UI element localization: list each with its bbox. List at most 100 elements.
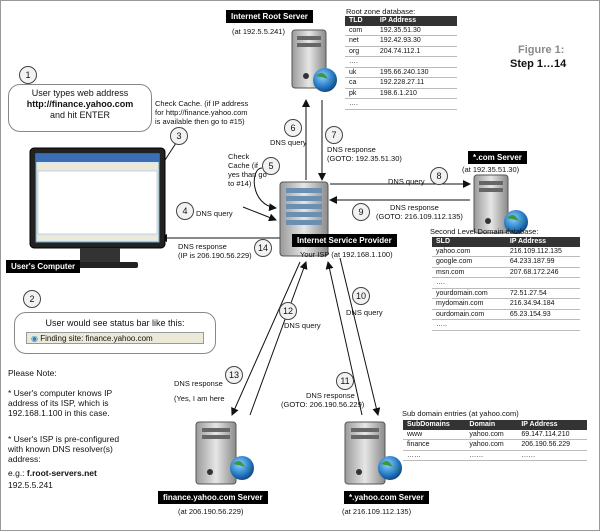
table-cell: …… <box>465 450 518 461</box>
table-cell: mydomain.com <box>432 298 506 310</box>
status-bar-text: Finding site: finance.yahoo.com <box>40 334 153 343</box>
step-8-text: DNS query <box>388 177 425 186</box>
table-cell: …. <box>432 277 506 289</box>
table-header: IP Address <box>375 16 457 26</box>
sub-db-caption: Sub domain entries (at yahoo.com) <box>402 409 519 418</box>
step-6-badge: 6 <box>284 119 302 137</box>
step-2-badge: 2 <box>23 290 41 308</box>
step-14-badge: 14 <box>254 239 272 257</box>
computer-label: User's Computer <box>6 260 81 273</box>
note-p1-line-1: * User's computer knows IP <box>8 388 113 398</box>
table-cell: org <box>345 46 376 57</box>
table-cell <box>375 98 457 110</box>
table-cell: 69.147.114.210 <box>517 429 587 440</box>
table-cell: yahoo.com <box>465 429 518 440</box>
step-11-badge: 11 <box>336 372 354 390</box>
table-cell: uk <box>345 67 376 78</box>
step-9-badge: 9 <box>352 203 370 221</box>
com-server-icon <box>473 174 528 234</box>
step-1-line-2: http://finance.yahoo.com <box>26 99 134 109</box>
step-5-line-1: Check <box>228 152 250 161</box>
figure-step: Step 1…14 <box>510 58 567 70</box>
step-1-line-1: User types web address <box>31 88 129 98</box>
step-6-text: DNS query <box>270 138 307 147</box>
step-12-text: DNS query <box>284 321 321 330</box>
step-13-line-2: (Yes, I am here <box>174 394 225 403</box>
isp-label: Internet Service Provider <box>292 234 397 247</box>
table-cell: 72.51.27.54 <box>505 288 580 299</box>
table-cell: com <box>345 25 376 36</box>
step-1-bubble: User types web address http://finance.ya… <box>8 84 152 132</box>
root-server-ip: (at 192.5.5.241) <box>232 27 285 36</box>
table-cell: yahoo.com <box>432 246 506 257</box>
table-cell: finance <box>403 439 466 451</box>
step-1-badge: 1 <box>19 66 37 84</box>
status-bar: ◉ Finding site: finance.yahoo.com <box>26 332 204 344</box>
step-5-badge: 5 <box>262 157 280 175</box>
note-example-value: f.root-servers.net <box>26 468 97 478</box>
table-row: …. <box>345 98 457 110</box>
yahoo-server-icon <box>344 421 402 485</box>
table-cell: pk <box>345 88 376 99</box>
table-cell: …… <box>517 450 587 461</box>
table-cell: 192.42.93.30 <box>375 35 457 47</box>
table-cell: 195.66.240.130 <box>375 67 457 78</box>
table-cell: ….. <box>432 319 506 331</box>
step-12-badge: 12 <box>279 302 297 320</box>
table-cell: …… <box>403 450 466 461</box>
step-13-badge: 13 <box>225 366 243 384</box>
note-example-ip: 192.5.5.241 <box>8 480 53 490</box>
table-row: …. <box>432 277 580 289</box>
step-7-line-2: (GOTO: 192.35.51.30) <box>327 154 402 163</box>
yahoo-server-label: *.yahoo.com Server <box>344 491 429 504</box>
sld-db-caption: Second Level Domain database: <box>430 227 539 236</box>
com-server-ip: (at 192.35.51.30) <box>462 165 520 174</box>
step-5-line-2: Cache (if <box>228 161 259 170</box>
table-header: IP Address <box>517 420 587 430</box>
step-11-line-1: DNS response <box>306 391 355 400</box>
table-row: ……………… <box>403 450 587 461</box>
table-cell: …. <box>345 56 376 68</box>
table-cell <box>505 277 580 289</box>
note-p2-line-1: * User's ISP is pre-configured <box>8 434 120 444</box>
figure-title: Figure 1: <box>518 44 565 56</box>
step-3-line-2: for http://finance.yahoo.com <box>155 108 248 117</box>
table-cell <box>375 56 457 68</box>
computer-icon <box>29 147 166 268</box>
note-title: Please Note: <box>8 368 57 378</box>
table-cell: yourdomain.com <box>432 288 506 299</box>
step-2-bubble: User would see status bar like this: ◉ F… <box>14 312 216 354</box>
step-10-text: DNS query <box>346 308 383 317</box>
table-cell: yahoo.com <box>465 439 518 451</box>
step-9-line-1: DNS response <box>390 203 439 212</box>
root-server-icon <box>291 29 337 92</box>
note-example: e.g.: f.root-servers.net <box>8 468 97 478</box>
root-server-label: Internet Root Server <box>226 10 313 23</box>
finance-server-ip: (at 206.190.56.229) <box>178 507 244 516</box>
com-server-label: *.com Server <box>468 151 527 164</box>
table-header: IP Address <box>505 237 580 247</box>
step-9-line-2: (GOTO: 216.109.112.135) <box>376 212 463 221</box>
table-cell: ca <box>345 77 376 89</box>
table-header: Domain <box>465 420 518 430</box>
table-cell: 65.23.154.93 <box>505 309 580 320</box>
note-p1-line-3: 192.168.1.100 in this case. <box>8 408 110 418</box>
step-14-line-2: (IP is 206.190.56.229) <box>178 251 252 260</box>
step-3-badge: 3 <box>170 127 188 145</box>
table-cell: 64.233.187.99 <box>505 256 580 268</box>
step-5-line-3: yes than go <box>228 170 267 179</box>
